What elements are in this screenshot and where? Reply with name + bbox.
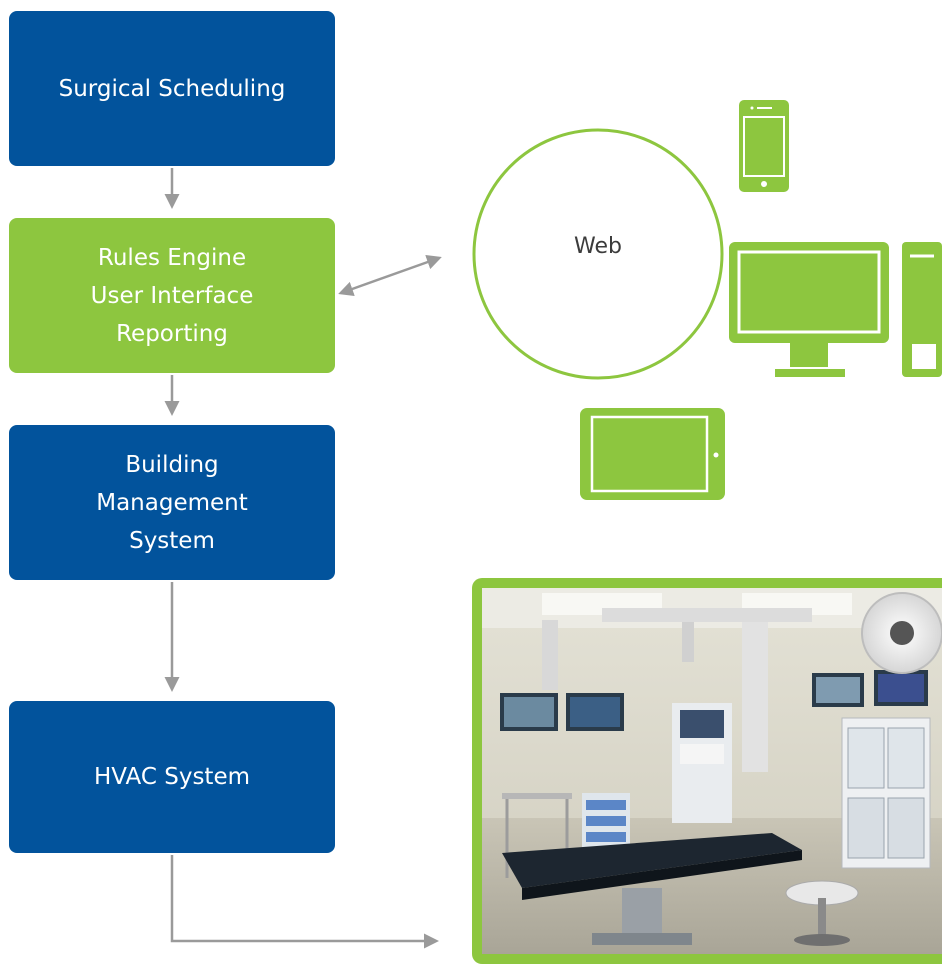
- desktop-monitor-icon: [729, 242, 889, 377]
- arrow-rules-web: [338, 254, 442, 297]
- tablet-icon: [580, 408, 725, 500]
- operating-room-photo: [482, 588, 942, 954]
- building-management-label: Building Management System: [96, 451, 248, 554]
- rules-engine-label: Rules Engine User Interface Reporting: [90, 244, 254, 347]
- web-label: Web: [574, 234, 622, 259]
- smartphone-icon: [739, 100, 789, 192]
- rules-engine-box: Rules Engine User Interface Reporting: [9, 218, 335, 373]
- web-circle: [472, 128, 724, 380]
- surgical-scheduling-box: Surgical Scheduling: [9, 11, 335, 166]
- building-management-box: Building Management System: [9, 425, 335, 580]
- operating-room-illustration: [482, 588, 942, 954]
- computer-tower-icon: [902, 242, 942, 377]
- hvac-system-label: HVAC System: [93, 764, 251, 790]
- surgical-scheduling-label: Surgical Scheduling: [58, 75, 286, 102]
- operating-room-photo-frame: [472, 578, 942, 964]
- arrow-hvac-to-operating-room: [170, 855, 439, 949]
- hvac-system-box: HVAC System: [9, 701, 335, 853]
